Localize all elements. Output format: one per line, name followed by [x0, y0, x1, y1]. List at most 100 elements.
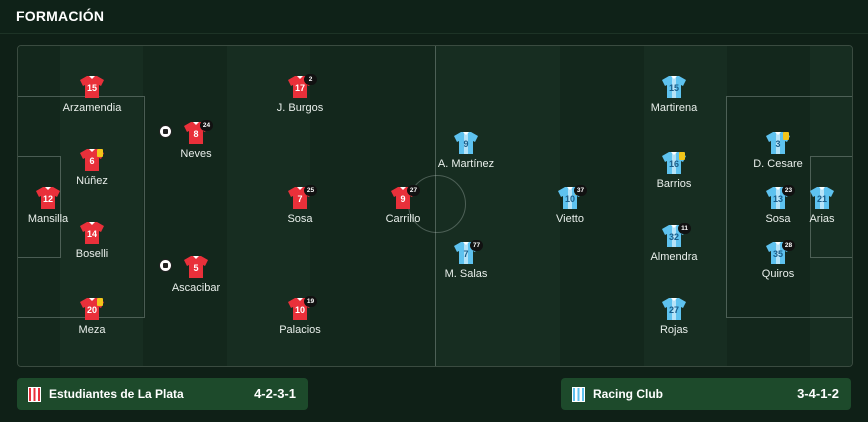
substitution-badge: 28 [782, 240, 795, 251]
home-player-card[interactable]: 15 Arzamendia [32, 76, 152, 114]
away-team-bar[interactable]: Racing Club 3-4-1-2 [561, 378, 851, 410]
home-player-card[interactable]: 12 Mansilla [18, 187, 108, 225]
jersey-number: 35 [772, 249, 783, 259]
yellow-card-icon [783, 132, 789, 140]
blue-jersey-icon: 3 [766, 132, 790, 154]
home-penalty-area [18, 96, 145, 318]
player-name: Arias [809, 213, 835, 225]
away-player-card[interactable]: 21 Arias [762, 187, 852, 225]
player-name: M. Salas [444, 268, 488, 280]
jersey-number: 15 [86, 83, 97, 93]
home-player-card[interactable]: 6 Núñez [32, 149, 152, 187]
jersey-number: 10 [564, 194, 575, 204]
pitch-stripe [143, 46, 227, 366]
away-player-card[interactable]: 16 Barrios [614, 152, 734, 190]
away-player-card[interactable]: 27 Rojas [614, 298, 734, 336]
substitution-badge: 2 [304, 74, 317, 85]
home-team-bar[interactable]: Estudiantes de La Plata 4-2-3-1 [17, 378, 308, 410]
player-name: J. Burgos [276, 102, 324, 114]
player-name: Quiros [761, 268, 795, 280]
player-name: Rojas [659, 324, 689, 336]
away-player-card[interactable]: 9 A. Martínez [406, 132, 526, 170]
blue-jersey-icon: 15 [662, 76, 686, 98]
substitution-badge: 25 [304, 185, 317, 196]
jersey-number: 7 [463, 249, 469, 259]
substitution-badge: 77 [470, 240, 483, 251]
player-name: Mansilla [27, 213, 69, 225]
blue-jersey-icon: 16 [662, 152, 686, 174]
player-name: Núñez [76, 175, 108, 187]
away-player-card[interactable]: 15 Martirena [614, 76, 734, 114]
home-goal-area [18, 156, 61, 258]
jersey-number: 13 [772, 194, 783, 204]
yellow-card-icon [97, 298, 103, 306]
player-name: D. Cesare [753, 158, 803, 170]
blue-jersey-icon: 21 [810, 187, 834, 209]
away-team-name: Racing Club [593, 387, 664, 401]
substitution-badge: 11 [678, 223, 691, 234]
substitution-badge: 19 [304, 296, 317, 307]
red-jersey-icon: 6 [80, 149, 104, 171]
jersey-number: 12 [42, 194, 53, 204]
racing-crest-icon [572, 387, 585, 402]
pitch-stripe [727, 46, 810, 366]
player-name: Ascacibar [171, 282, 221, 294]
home-formation: 4-2-3-1 [254, 386, 296, 401]
jersey-number: 6 [89, 156, 95, 166]
jersey-number: 16 [668, 159, 679, 169]
yellow-card-icon [97, 149, 103, 157]
player-name: Vietto [556, 213, 584, 225]
yellow-card-icon [679, 152, 685, 160]
home-player-card[interactable]: 5 Ascacibar [136, 256, 256, 294]
away-goal-area [810, 156, 852, 258]
substitution-badge: 37 [574, 185, 587, 196]
jersey-number: 10 [294, 305, 305, 315]
player-name: Meza [78, 324, 106, 336]
blue-jersey-icon: 9 [454, 132, 478, 154]
player-name: Palacios [279, 324, 321, 336]
substitution-badge: 27 [407, 185, 420, 196]
player-name: Barrios [656, 178, 692, 190]
jersey-number: 15 [668, 83, 679, 93]
pitch-stripe [644, 46, 727, 366]
red-jersey-icon: 15 [80, 76, 104, 98]
red-jersey-icon: 5 [159, 256, 208, 278]
jersey-number: 3 [775, 139, 781, 149]
player-name: Almendra [650, 251, 698, 263]
jersey-number: 5 [193, 263, 199, 273]
away-player-card[interactable]: 3 D. Cesare [718, 132, 838, 170]
jersey-number: 7 [297, 194, 303, 204]
away-penalty-area [726, 96, 852, 318]
jersey-number: 9 [463, 139, 469, 149]
player-name: Martirena [650, 102, 698, 114]
jersey-number: 8 [193, 129, 199, 139]
player-name: Boselli [75, 248, 109, 260]
section-title: FORMACIÓN [16, 8, 105, 24]
home-player-card[interactable]: 14 Boselli [32, 222, 152, 260]
pitch-stripe [60, 46, 143, 366]
goal-ball-icon [159, 259, 172, 272]
jersey-number: 27 [668, 305, 679, 315]
home-player-card[interactable]: 20 Meza [32, 298, 152, 336]
jersey-number: 9 [400, 194, 406, 204]
away-formation: 3-4-1-2 [797, 386, 839, 401]
home-team-name: Estudiantes de La Plata [49, 387, 184, 401]
jersey-number: 21 [816, 194, 827, 204]
